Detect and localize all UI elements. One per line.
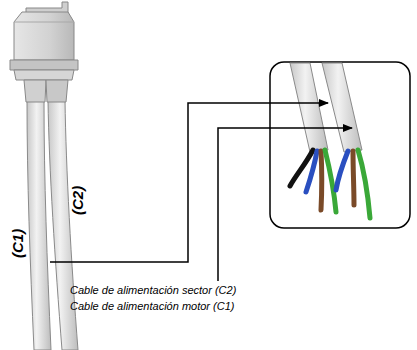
- cable-description: Cable de alimentación sector (C2): [70, 284, 236, 296]
- cable-end-inset: [270, 62, 410, 228]
- junction-box: [10, 2, 78, 102]
- cable-tag: (C1): [10, 229, 27, 258]
- leader-arrow: [218, 128, 352, 281]
- cable-description: Cable de alimentación motor (C1): [70, 300, 234, 312]
- cable-c2: [48, 100, 78, 350]
- cable-tag: (C2): [70, 186, 87, 215]
- leader-arrow: [50, 103, 328, 262]
- cable-c1: [27, 100, 51, 350]
